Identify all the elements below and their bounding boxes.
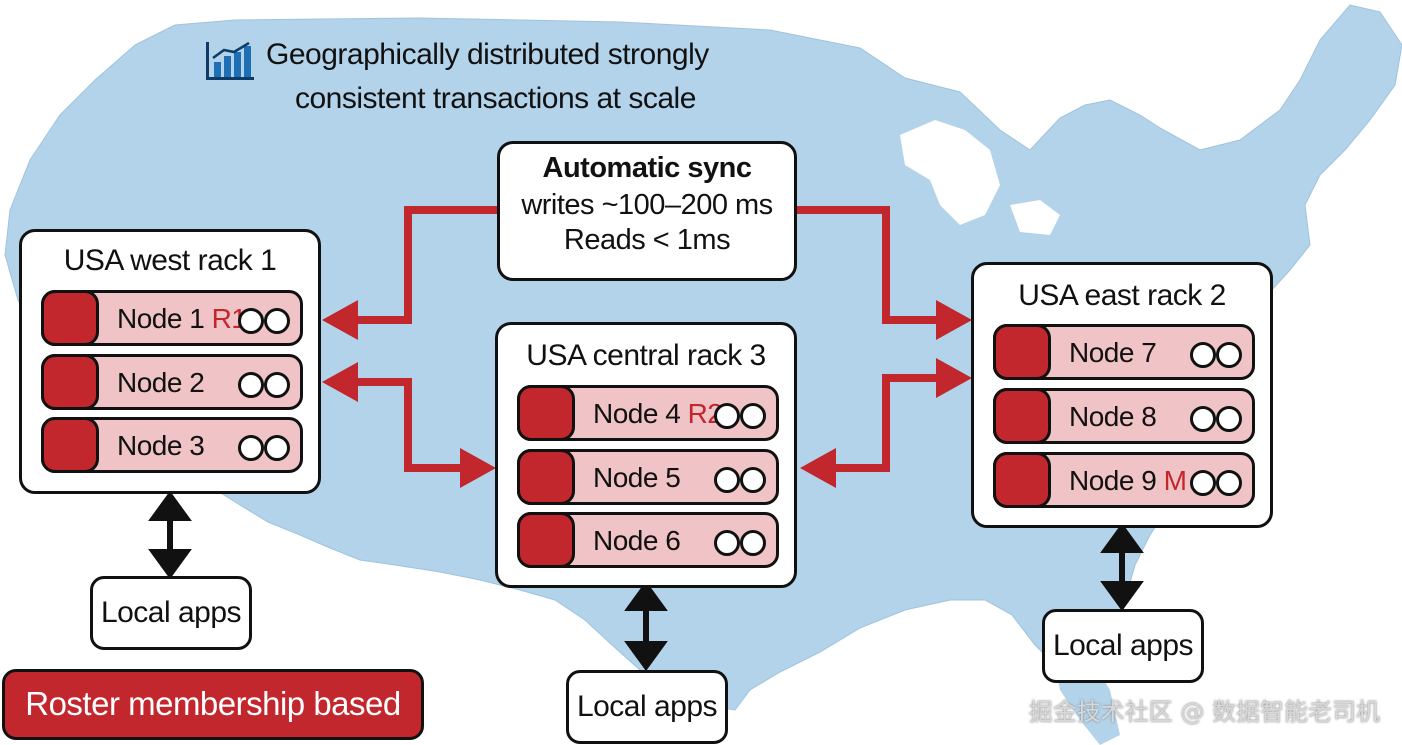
node-status-block <box>517 385 575 441</box>
node-name: Node 5 <box>593 462 681 493</box>
node-label: Node 5 <box>593 462 681 494</box>
node-status-block <box>517 449 575 505</box>
port-circle-icon <box>1190 342 1216 368</box>
local-apps-central: Local apps <box>566 670 728 744</box>
local-app-arrows <box>148 490 1144 672</box>
rack-title: USA east rack 2 <box>1018 279 1226 312</box>
node-label: Node 6 <box>593 525 681 557</box>
node-name: Node 1 <box>117 303 205 334</box>
port-circle-icon <box>1216 406 1242 432</box>
port-circle-icon <box>1190 470 1216 496</box>
arrow-head-central-right <box>800 448 836 488</box>
port-circle-icon <box>1216 342 1242 368</box>
port-circle-icon <box>714 530 740 556</box>
arrow-head-west-1 <box>322 300 358 340</box>
port-circle-icon <box>1216 470 1242 496</box>
port-circle-icon <box>238 435 264 461</box>
port-circle-icon <box>714 403 740 429</box>
port-circle-icon <box>264 372 290 398</box>
node-status-block <box>41 354 99 410</box>
local-apps-east: Local apps <box>1042 609 1204 683</box>
arrow-head-west-2 <box>322 362 358 402</box>
arrow-head-east-2 <box>936 358 972 398</box>
roster-membership-badge: Roster membership based <box>2 669 424 740</box>
node-label: Node 4 R2 <box>593 398 723 430</box>
port-circle-icon <box>238 372 264 398</box>
sync-arrows <box>340 206 950 472</box>
node-name: Node 8 <box>1069 401 1157 432</box>
node-port-indicators <box>1186 406 1244 432</box>
node-name: Node 9 <box>1069 465 1157 496</box>
node-label: Node 8 <box>1069 401 1157 433</box>
node-name: Node 6 <box>593 525 681 556</box>
node-card: Node 9 M <box>993 452 1255 508</box>
rack-usa-west: USA west rack 1 Node 1 R1 Node 2 Node 3 <box>19 229 321 494</box>
node-status-block <box>41 290 99 346</box>
node-label: Node 2 <box>117 367 205 399</box>
node-name: Node 3 <box>117 430 205 461</box>
watermark: 掘金技术社区 @ 数据智能老司机 <box>1028 698 1380 726</box>
rack-title: USA west rack 1 <box>63 244 277 277</box>
port-circle-icon <box>264 435 290 461</box>
automatic-sync-box: Automatic sync writes ~100–200 ms Reads … <box>497 141 797 281</box>
port-circle-icon <box>740 403 766 429</box>
bar-chart-icon <box>206 41 254 80</box>
sync-writes-latency: writes ~100–200 ms <box>521 189 773 221</box>
diagram-title-line-2: consistent transactions at scale <box>295 82 696 115</box>
local-apps-west: Local apps <box>90 576 252 650</box>
sync-title: Automatic sync <box>542 152 752 184</box>
node-card: Node 6 <box>517 512 779 568</box>
node-name: Node 2 <box>117 367 205 398</box>
node-label: Node 7 <box>1069 337 1157 369</box>
node-label: Node 1 R1 <box>117 303 247 335</box>
rack-usa-central: USA central rack 3 Node 4 R2 Node 5 Node… <box>495 322 797 588</box>
node-card: Node 3 <box>41 417 303 473</box>
node-name: Node 7 <box>1069 337 1157 368</box>
node-status-block <box>993 324 1051 380</box>
port-circle-icon <box>264 308 290 334</box>
node-port-indicators <box>1186 470 1244 496</box>
node-port-indicators <box>234 372 292 398</box>
arrow-head-central-left <box>460 448 496 488</box>
node-name: Node 4 <box>593 398 681 429</box>
node-port-indicators <box>1186 342 1244 368</box>
arrow-head-east-1 <box>936 300 972 340</box>
node-port-indicators <box>234 435 292 461</box>
node-card: Node 2 <box>41 354 303 410</box>
sync-reads-latency: Reads < 1ms <box>563 224 731 256</box>
node-status-block <box>41 417 99 473</box>
rack-title: USA central rack 3 <box>526 339 766 372</box>
port-circle-icon <box>238 308 264 334</box>
port-circle-icon <box>714 467 740 493</box>
node-port-indicators <box>710 530 768 556</box>
port-circle-icon <box>740 467 766 493</box>
diagram-title-line-1: Geographically distributed strongly <box>266 38 709 71</box>
node-port-indicators <box>234 308 292 334</box>
great-lakes-shape <box>900 120 1000 225</box>
node-port-indicators <box>710 403 768 429</box>
port-circle-icon <box>1190 406 1216 432</box>
node-card: Node 1 R1 <box>41 290 303 346</box>
node-card: Node 8 <box>993 388 1255 444</box>
master-tag: M <box>1163 465 1187 496</box>
node-port-indicators <box>710 467 768 493</box>
node-label: Node 3 <box>117 430 205 462</box>
node-status-block <box>993 452 1051 508</box>
node-status-block <box>517 512 575 568</box>
node-status-block <box>993 388 1051 444</box>
rack-usa-east: USA east rack 2 Node 7 Node 8 Node 9 M <box>971 262 1273 528</box>
port-circle-icon <box>740 530 766 556</box>
arrow-heads <box>322 300 972 488</box>
node-card: Node 4 R2 <box>517 385 779 441</box>
node-label: Node 9 M <box>1069 465 1187 497</box>
great-lakes-shape-2 <box>1010 200 1060 235</box>
node-card: Node 7 <box>993 324 1255 380</box>
node-card: Node 5 <box>517 449 779 505</box>
